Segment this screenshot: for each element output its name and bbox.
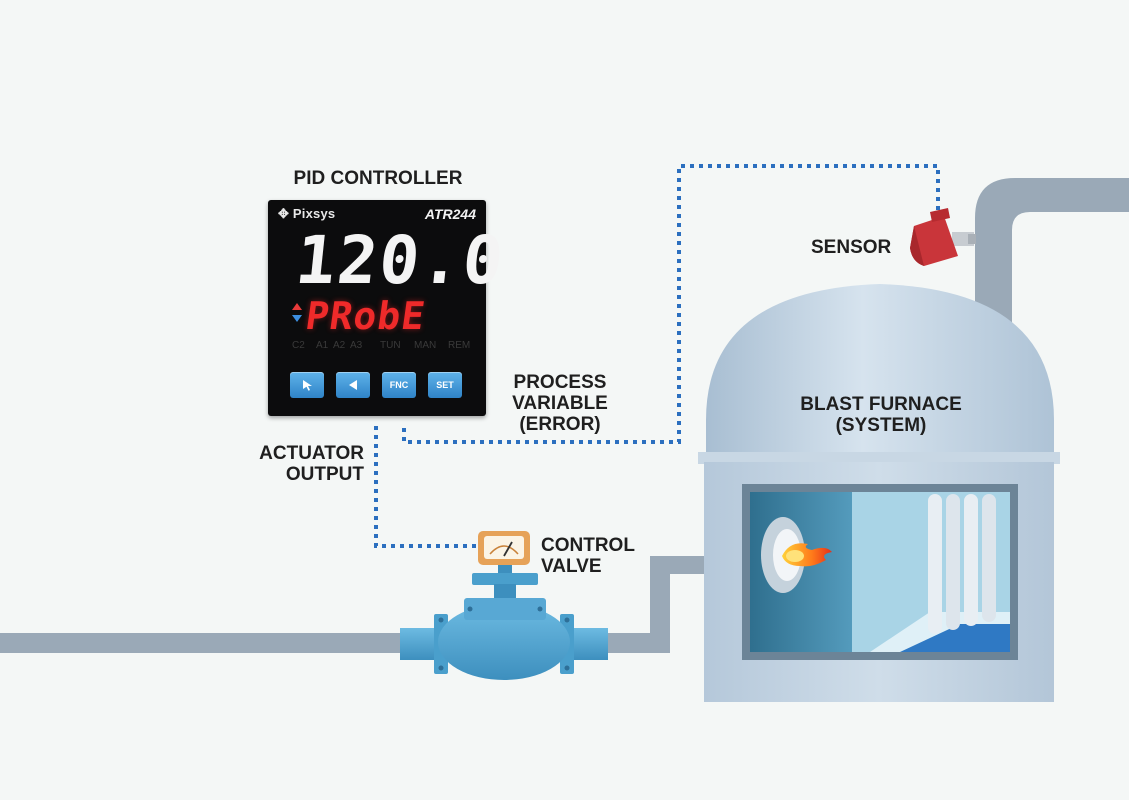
blast-furnace-label-line: (SYSTEM) [835,415,927,436]
sensor-label: SENSOR [811,237,892,258]
message-display: PRobE [302,294,429,338]
pid-controller-title: PID CONTROLLER [293,168,463,189]
control-valve-label-line: VALVE [541,556,602,577]
process-variable-label-line: VARIABLE [512,393,608,414]
actuator-output-label-line: OUTPUT [285,464,364,485]
indicator-row: C2 A1 A2 A3 TUN MAN REM [292,340,482,354]
control-valve-label: CONTROL VALVE [541,535,635,577]
control-valve-icon [400,531,608,680]
flame-core [786,550,804,562]
radiator-tube [964,494,978,626]
radiator-tube [982,494,996,622]
valve-to-furnace-pipe [590,556,710,653]
sensor-icon [910,208,976,266]
pixsys-logo-icon: ✥ [278,206,290,221]
process-variable-label-line: (ERROR) [519,414,601,435]
control-valve-label-line: CONTROL [541,535,635,556]
back-button[interactable] [336,372,370,398]
process-variable-line [402,164,940,444]
indicator-label: REM [448,340,471,351]
actuator-output-label-line: ACTUATOR [259,443,364,464]
process-value-display: 120.0 [292,222,509,299]
chamber-floor-edge [900,624,1010,652]
actuator-output-line [374,426,478,548]
process-variable-label: PROCESS VARIABLE (ERROR) [490,372,630,435]
controller-brand: ✥ Pixsys [278,206,335,222]
back-arrow-icon [349,380,357,390]
indicator-label: A1 [316,340,329,351]
indicator-label: A3 [350,340,363,351]
furnace-dome [706,284,1054,460]
up-arrow-icon [292,303,302,310]
radiator-tube [928,494,942,634]
controller-model: ATR244 [424,206,476,222]
brand-name: Pixsys [292,206,336,221]
inlet-pipe [0,633,420,653]
fnc-button[interactable]: FNC [382,372,416,398]
cursor-button[interactable] [290,372,324,398]
blast-furnace-label-line: BLAST FURNACE [800,394,962,415]
furnace-band [698,452,1060,464]
indicator-label: TUN [380,340,401,351]
indicator-label: MAN [414,340,437,351]
indicator-label: A2 [333,340,346,351]
actuator-output-label: ACTUATOR OUTPUT [232,443,364,485]
cursor-arrow-icon [303,380,312,391]
pid-controller: ✥ Pixsys ATR244 120.0 PRobE C2 A1 A2 A3 … [268,200,509,416]
set-button[interactable]: SET [428,372,462,398]
blast-furnace-label: BLAST FURNACE (SYSTEM) [770,394,992,436]
down-arrow-icon [292,315,302,322]
process-variable-label-line: PROCESS [513,372,607,393]
radiator-tube [946,494,960,630]
indicator-label: C2 [292,340,305,351]
